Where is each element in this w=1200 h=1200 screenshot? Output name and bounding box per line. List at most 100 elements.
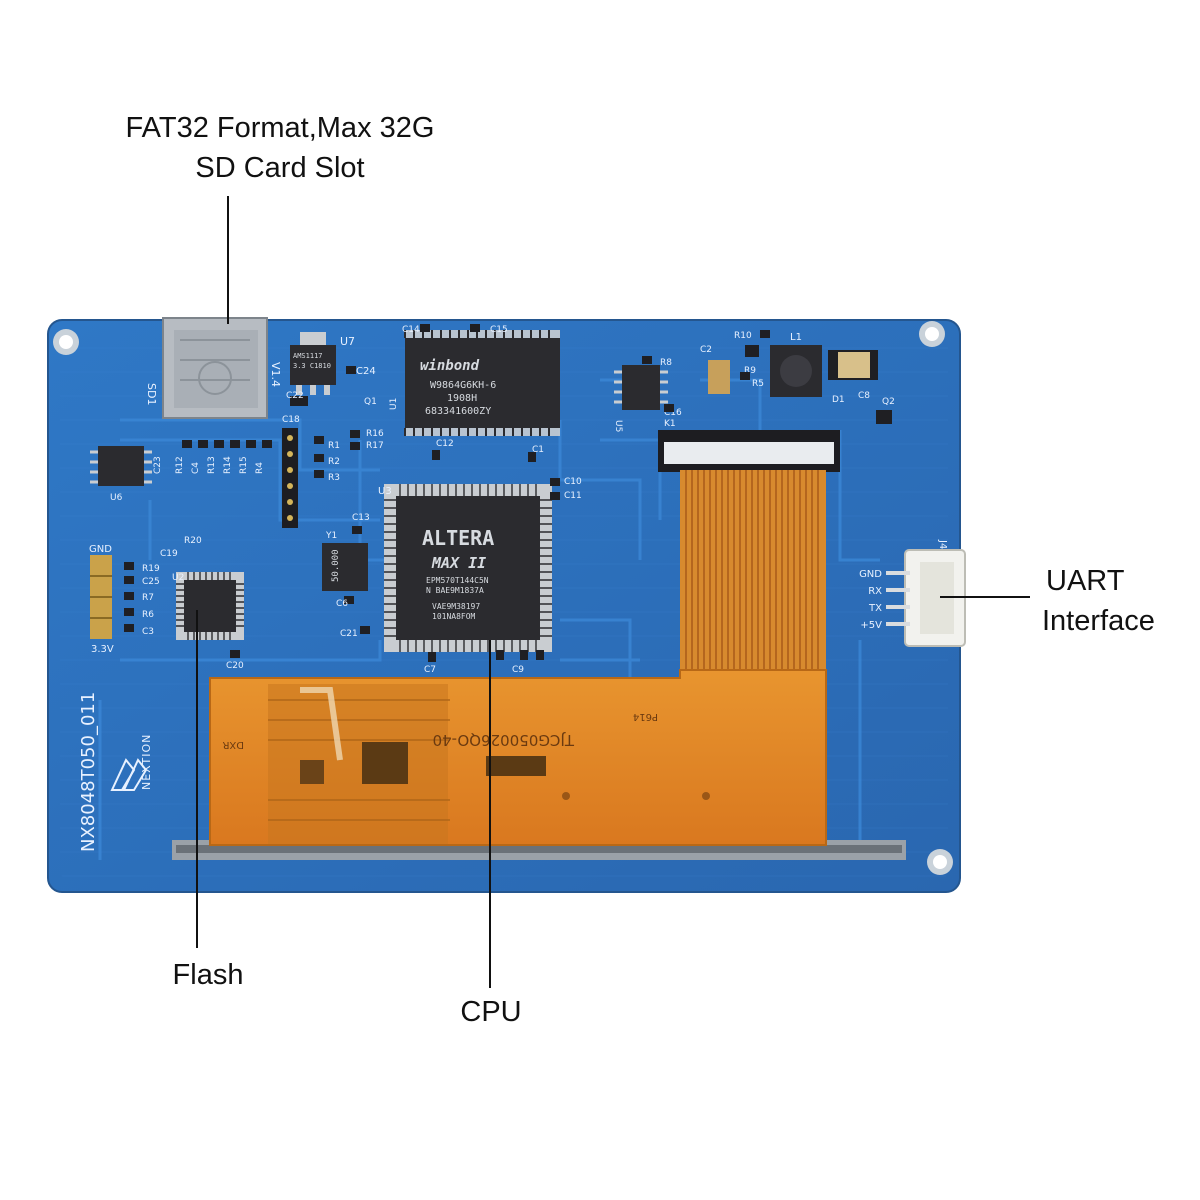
transistor <box>745 345 759 357</box>
c11-label: C11 <box>564 491 582 501</box>
c1-label: C1 <box>532 445 544 455</box>
r6-label: R6 <box>142 610 154 620</box>
r4-label: R4 <box>255 462 265 474</box>
r20-label: R20 <box>184 536 202 546</box>
dxr-label: DXR <box>222 739 244 750</box>
voltage-regulator <box>290 332 336 395</box>
c14-label: C14 <box>402 325 420 335</box>
sd-ref-label: SD1 <box>145 383 158 405</box>
ram-brand: winbond <box>420 358 480 374</box>
r2-label: R2 <box>328 457 340 467</box>
c20-label: C20 <box>226 661 244 671</box>
cpld-line3: VAE9M38197 <box>432 602 480 611</box>
c25-label: C25 <box>142 577 160 587</box>
smd-resistors <box>124 324 770 662</box>
c13-label: C13 <box>352 513 370 523</box>
c22-label: C22 <box>286 391 304 401</box>
r1-label: R1 <box>328 441 340 451</box>
cpld-brand: ALTERA <box>422 526 494 550</box>
r13-label: R13 <box>207 456 217 474</box>
header-33v-label: 3.3V <box>91 644 114 655</box>
crystal-freq: 50.000 <box>331 549 341 582</box>
c4-label: C4 <box>191 462 201 474</box>
flash-callout: Flash <box>172 959 244 991</box>
cpu-chip <box>384 484 552 652</box>
cpld-line4: 101NA8FOM <box>432 612 476 621</box>
r15-label: R15 <box>239 456 249 474</box>
r16-label: R16 <box>366 429 384 439</box>
d1-label: D1 <box>832 395 845 405</box>
y1-label: Y1 <box>325 531 337 541</box>
r9-label: R9 <box>744 366 756 376</box>
r7-label: R7 <box>142 593 154 603</box>
c21-label: C21 <box>340 629 358 639</box>
r5-label: R5 <box>752 379 764 389</box>
r10-label: R10 <box>734 331 752 341</box>
c2-label: C2 <box>700 345 712 355</box>
ribbon-cable <box>680 470 826 685</box>
inductor <box>770 345 822 397</box>
mounting-holes <box>53 321 953 875</box>
pin-rx-label: RX <box>868 586 882 597</box>
q2-label: Q2 <box>882 397 895 407</box>
c12-label: C12 <box>436 439 454 449</box>
uart-callout-line2: Interface <box>1042 605 1155 637</box>
l1-label: L1 <box>790 332 802 343</box>
capacitor-c8 <box>838 352 870 378</box>
lcd-flex-panel <box>209 669 827 846</box>
r3-label: R3 <box>328 473 340 483</box>
c7-label: C7 <box>424 665 436 675</box>
cpld-line2: N BAE9M1837A <box>426 586 484 595</box>
fpc-connector <box>658 430 840 472</box>
sd-card-callout-line1: FAT32 Format,Max 32G <box>125 112 435 144</box>
cpld-family: MAX II <box>431 554 486 572</box>
board-model-label: NX8048T050_011 <box>78 692 99 852</box>
r17-label: R17 <box>366 441 384 451</box>
r14-label: R14 <box>223 456 233 474</box>
c6-label: C6 <box>336 599 348 609</box>
c8-label: C8 <box>858 391 870 401</box>
ic-u6 <box>90 446 152 486</box>
uart-callout-line1: UART <box>1046 565 1125 597</box>
nextion-logo <box>110 758 148 791</box>
q1-label: Q1 <box>364 397 377 407</box>
r12-label: R12 <box>175 456 185 474</box>
c10-label: C10 <box>564 477 582 487</box>
r19-label: R19 <box>142 564 160 574</box>
pin-tx-label: TX <box>868 603 882 614</box>
brand-label: NEXTION <box>140 734 153 790</box>
c19-label: C19 <box>160 549 178 559</box>
sdram-chip <box>404 330 560 436</box>
regulator-line1: AMS1117 <box>293 352 323 360</box>
c9-label: C9 <box>512 665 524 675</box>
c24-label: C24 <box>356 366 376 377</box>
k1-label: K1 <box>664 419 676 429</box>
c16-label: C16 <box>664 408 682 418</box>
sd-card-slot <box>162 317 268 419</box>
cpu-callout: CPU <box>460 996 522 1028</box>
sd-card-callout-line2: SD Card Slot <box>195 152 365 184</box>
u2-label: U2 <box>172 573 184 583</box>
c3-label: C3 <box>142 627 154 637</box>
crystal <box>322 543 368 591</box>
ic-u5 <box>614 365 668 410</box>
gnd-header-pads <box>90 555 112 639</box>
uart-callout: UART Interface <box>1042 561 1155 641</box>
r8-label: R8 <box>660 358 672 368</box>
u3-label: U3 <box>378 486 392 497</box>
c23-label: C23 <box>153 456 163 474</box>
u5-label: U5 <box>613 420 623 432</box>
transistor-q2 <box>876 410 892 424</box>
capacitor-c2 <box>708 360 730 394</box>
cpld-line1: EPM570T144C5N <box>426 576 489 585</box>
flash-chip <box>176 572 244 640</box>
pin-header <box>282 428 298 528</box>
sd-card-callout: FAT32 Format,Max 32G SD Card Slot <box>100 108 460 188</box>
pin-5v-label: +5V <box>860 620 882 631</box>
flex-part-label: TJCG050026QO-40 <box>433 731 575 749</box>
regulator-line2: 3.3 C1810 <box>293 362 331 370</box>
pin-gnd-label: GND <box>859 569 882 580</box>
ram-line2: 1908H <box>447 393 477 404</box>
j4-label: J4 <box>937 539 948 549</box>
